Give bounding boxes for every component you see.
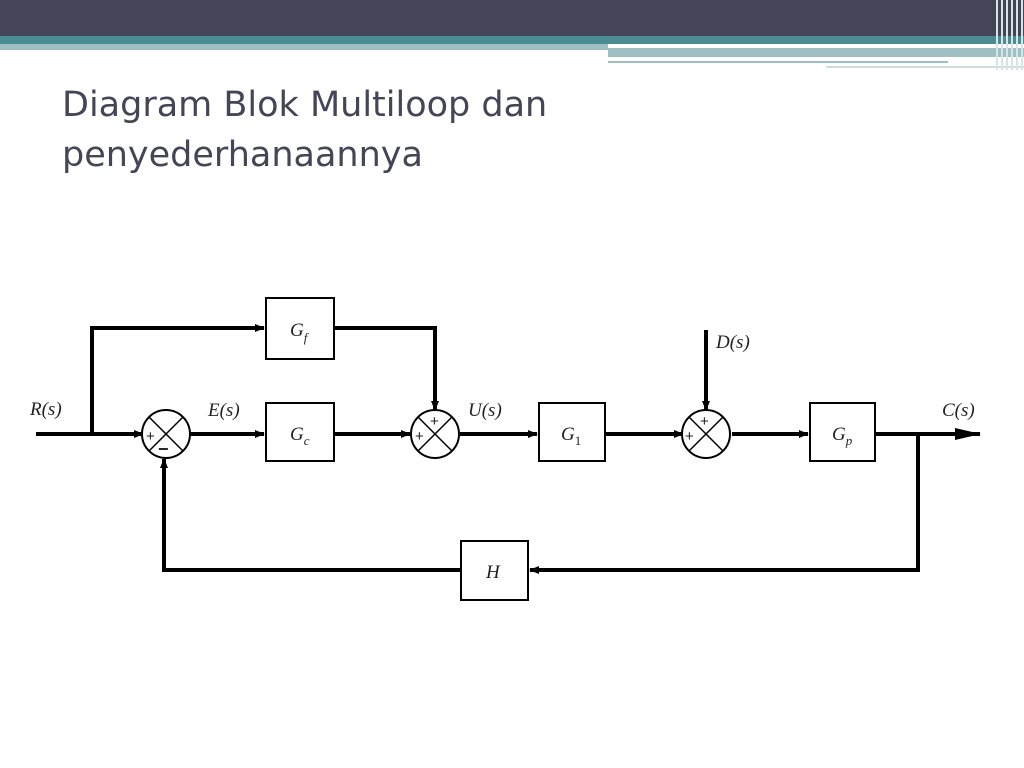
junction1-minus-sign: − — [158, 439, 169, 459]
input-signal-label: R(s) — [29, 399, 62, 420]
feedforward-to-junction-line — [334, 326, 439, 411]
block-g1-symbol: G — [561, 424, 575, 445]
feedback-return-line — [160, 458, 460, 572]
error-signal-label: E(s) — [207, 400, 240, 421]
junction2-left-plus-sign: + — [415, 428, 424, 445]
block-gf: Gf — [265, 297, 335, 360]
junction3-left-plus-sign: + — [685, 428, 694, 445]
slide-title-line-1: Diagram Blok Multiloop dan — [62, 85, 548, 125]
header-bar-light — [0, 44, 608, 50]
block-g1: G1 — [538, 402, 606, 462]
block-g1-subscript: 1 — [575, 433, 582, 448]
header-bar-teal — [0, 36, 1024, 44]
junction2-top-plus-sign: + — [430, 413, 439, 430]
junction3-top-plus-sign: + — [700, 413, 709, 430]
header-bar-dark — [0, 0, 1024, 36]
summing-junction-3: + + — [681, 409, 731, 459]
control-signal-label: U(s) — [468, 400, 502, 421]
block-h: H — [460, 540, 529, 601]
block-h-symbol: H — [485, 562, 501, 583]
svg-text:Gf: Gf — [290, 320, 310, 345]
svg-text:Gc: Gc — [290, 424, 310, 448]
output-signal-label: C(s) — [942, 400, 975, 421]
feedforward-path-line — [90, 324, 265, 434]
block-gc: Gc — [265, 402, 335, 462]
header-vertical-stripes — [994, 0, 1024, 70]
header-rule-thin — [826, 66, 1024, 68]
block-gp-subscript: p — [845, 433, 853, 448]
block-gf-subscript: f — [304, 330, 310, 345]
block-gp-symbol: G — [832, 424, 846, 445]
block-gf-symbol: G — [290, 320, 304, 341]
block-gp: Gp — [809, 402, 876, 462]
block-gc-subscript: c — [304, 433, 310, 448]
summing-junction-1: + − — [141, 409, 191, 459]
junction1-plus-sign: + — [146, 428, 155, 445]
slide-title-line-2: penyederhanaannya — [62, 135, 423, 175]
disturbance-signal-label: D(s) — [715, 332, 750, 353]
svg-text:Gp: Gp — [832, 424, 853, 448]
header-bar-light-right — [608, 48, 1024, 57]
header-rule — [608, 61, 948, 63]
slide-title: Diagram Blok Multiloop dan penyederhanaa… — [62, 80, 942, 180]
feedback-path-line — [529, 434, 920, 574]
summing-junction-2: + + — [410, 409, 460, 459]
block-gc-symbol: G — [290, 424, 304, 445]
svg-text:G1: G1 — [561, 424, 581, 448]
